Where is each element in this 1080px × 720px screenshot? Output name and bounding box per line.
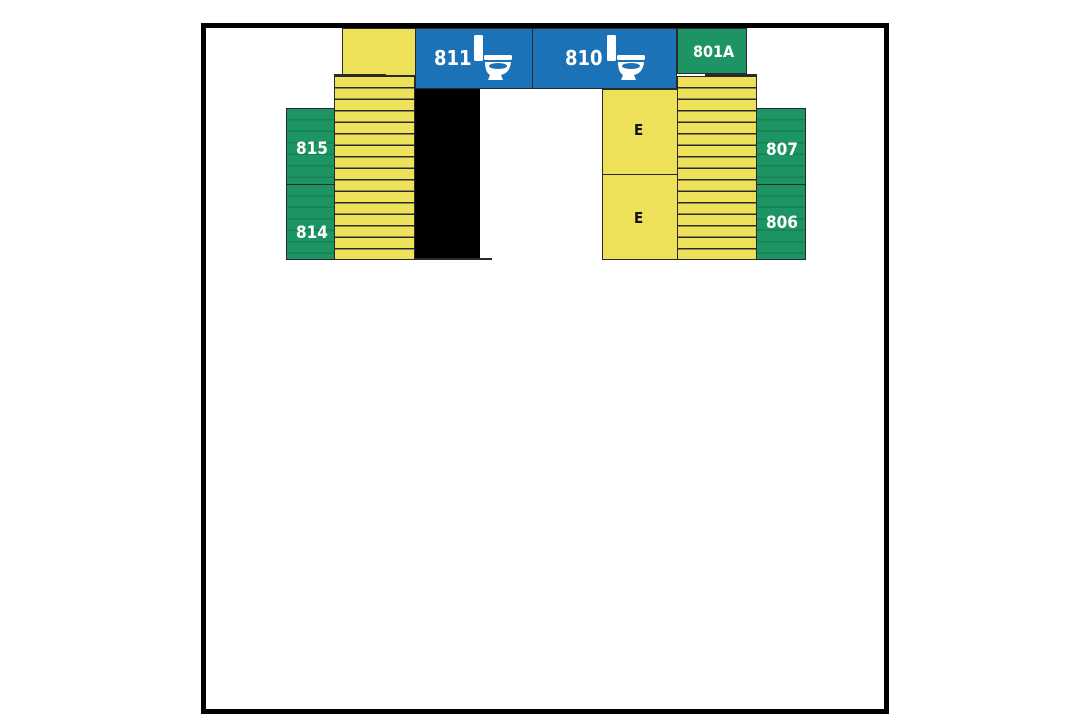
room-814[interactable]: 814 — [286, 184, 335, 260]
room-811-label: 811 — [434, 46, 472, 70]
room-815[interactable]: 815 — [286, 108, 335, 185]
room-815-label: 815 — [296, 139, 328, 159]
wall-segment — [415, 258, 492, 260]
room-806[interactable]: 806 — [756, 184, 806, 260]
room-814-label: 814 — [296, 223, 328, 243]
room-810[interactable]: 810 — [532, 28, 677, 89]
toilet-icon — [607, 35, 645, 80]
room-806-label: 806 — [766, 213, 798, 233]
room-807-label: 807 — [766, 140, 798, 160]
elevator-lower[interactable]: E — [602, 174, 678, 260]
shaft — [415, 89, 480, 260]
room-811[interactable]: 811 — [415, 28, 533, 89]
yellow-room-top-left[interactable] — [342, 28, 416, 76]
toilet-icon — [474, 35, 512, 80]
room-801a[interactable]: 801A — [677, 28, 747, 74]
wall-segment — [334, 74, 386, 76]
room-810-label: 810 — [565, 46, 603, 70]
elevator-upper[interactable]: E — [602, 89, 678, 175]
room-807[interactable]: 807 — [756, 108, 806, 185]
stairwell-left[interactable] — [334, 76, 415, 260]
elevator-lower-label: E — [634, 209, 644, 227]
stairwell-right[interactable] — [677, 76, 757, 260]
wall-segment — [705, 74, 757, 76]
elevator-upper-label: E — [634, 121, 644, 139]
room-801a-label: 801A — [693, 42, 735, 61]
